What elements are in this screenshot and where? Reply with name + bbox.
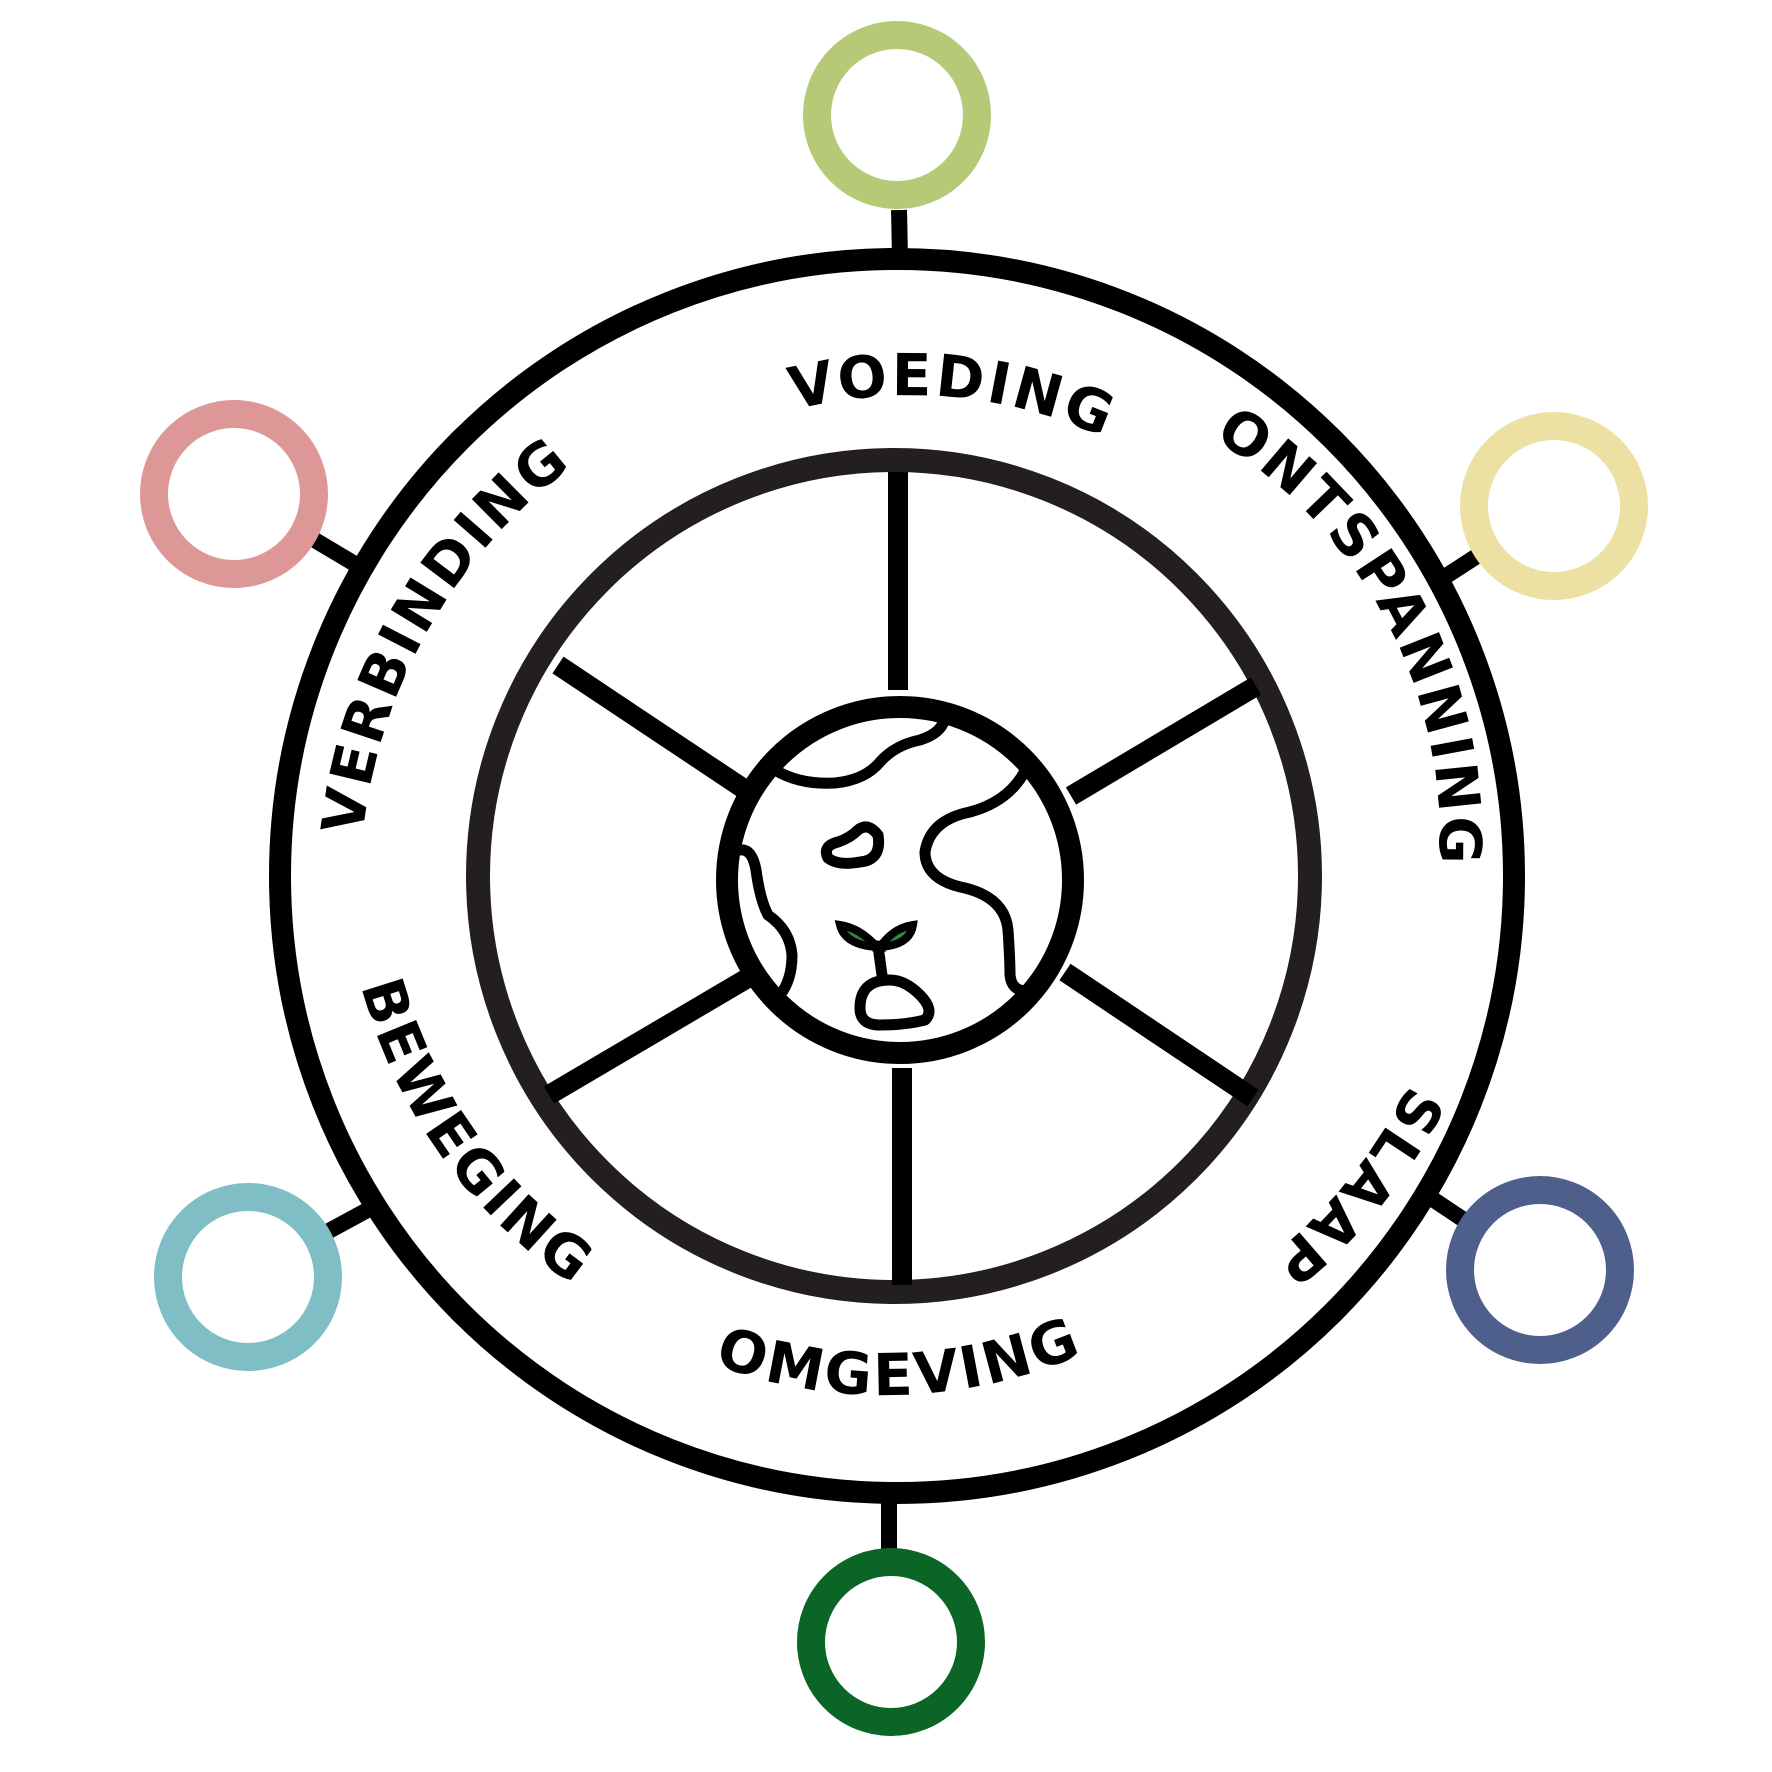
earth-with-sprout-icon (716, 696, 1084, 1064)
outer-ring (269, 248, 1525, 1504)
spoke-top-right (1065, 677, 1262, 805)
circle-ontspanning (1460, 412, 1648, 600)
spoke-bottom-left (543, 970, 752, 1104)
inner-ring (466, 448, 1322, 1304)
circle-slaap (1446, 1176, 1634, 1364)
spoke-bottom-right (1059, 963, 1259, 1107)
label-omgeving: OMGEVING (709, 1303, 1090, 1410)
spoke-top-left (552, 656, 750, 798)
circle-voeding (803, 21, 991, 209)
spokes (543, 472, 1262, 1285)
circle-verbinding (140, 400, 328, 588)
connector-beweging (323, 1199, 377, 1240)
circle-beweging (154, 1183, 342, 1371)
label-verbinding: VERBINDING (309, 423, 583, 838)
satellite-circles (140, 21, 1648, 1736)
label-voeding: VOEDING (783, 341, 1126, 451)
circle-omgeving (797, 1548, 985, 1736)
